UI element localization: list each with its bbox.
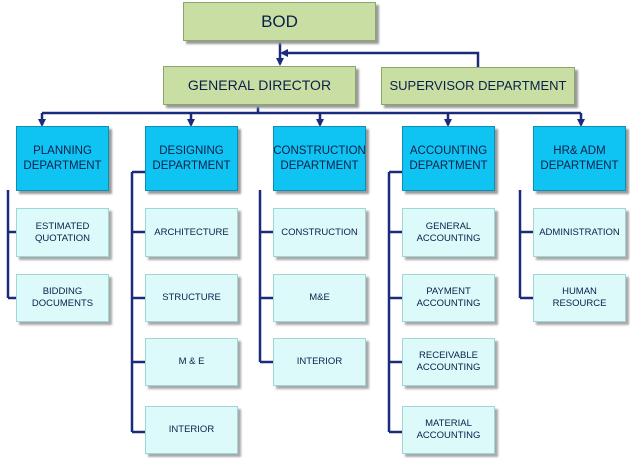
unit-receivable-accounting: RECEIVABLE ACCOUNTING (402, 338, 495, 386)
unit-bidding-documents: BIDDING DOCUMENTS (16, 274, 109, 322)
bod-box: BOD (183, 2, 376, 41)
unit-interior-design: INTERIOR (145, 406, 238, 454)
unit-general-accounting: GENERAL ACCOUNTING (402, 208, 495, 257)
unit-human-resource: HUMAN RESOURCE (533, 274, 626, 322)
supervisor-department-box: SUPERVISOR DEPARTMENT (381, 67, 575, 105)
unit-m-e-construction: M&E (273, 274, 366, 322)
dept-accounting: ACCOUNTING DEPARTMENT (402, 126, 495, 191)
unit-estimated-quotation: ESTIMATED QUOTATION (16, 208, 109, 257)
unit-material-accounting: MATERIAL ACCOUNTING (402, 406, 495, 454)
unit-interior-construction: INTERIOR (273, 338, 366, 386)
dept-designing: DESIGNING DEPARTMENT (145, 126, 238, 191)
general-director-box: GENERAL DIRECTOR (163, 66, 356, 105)
dept-planning: PLANNING DEPARTMENT (16, 126, 109, 191)
unit-m-and-e: M & E (145, 338, 238, 386)
unit-administration: ADMINISTRATION (533, 208, 626, 257)
unit-construction: CONSTRUCTION (273, 208, 366, 257)
unit-architecture: ARCHITECTURE (145, 208, 238, 257)
dept-construction: CONSTRUCTION DEPARTMENT (273, 126, 366, 191)
dept-hr-adm: HR& ADM DEPARTMENT (533, 126, 626, 191)
unit-structure: STRUCTURE (145, 274, 238, 322)
unit-payment-accounting: PAYMENT ACCOUNTING (402, 274, 495, 322)
